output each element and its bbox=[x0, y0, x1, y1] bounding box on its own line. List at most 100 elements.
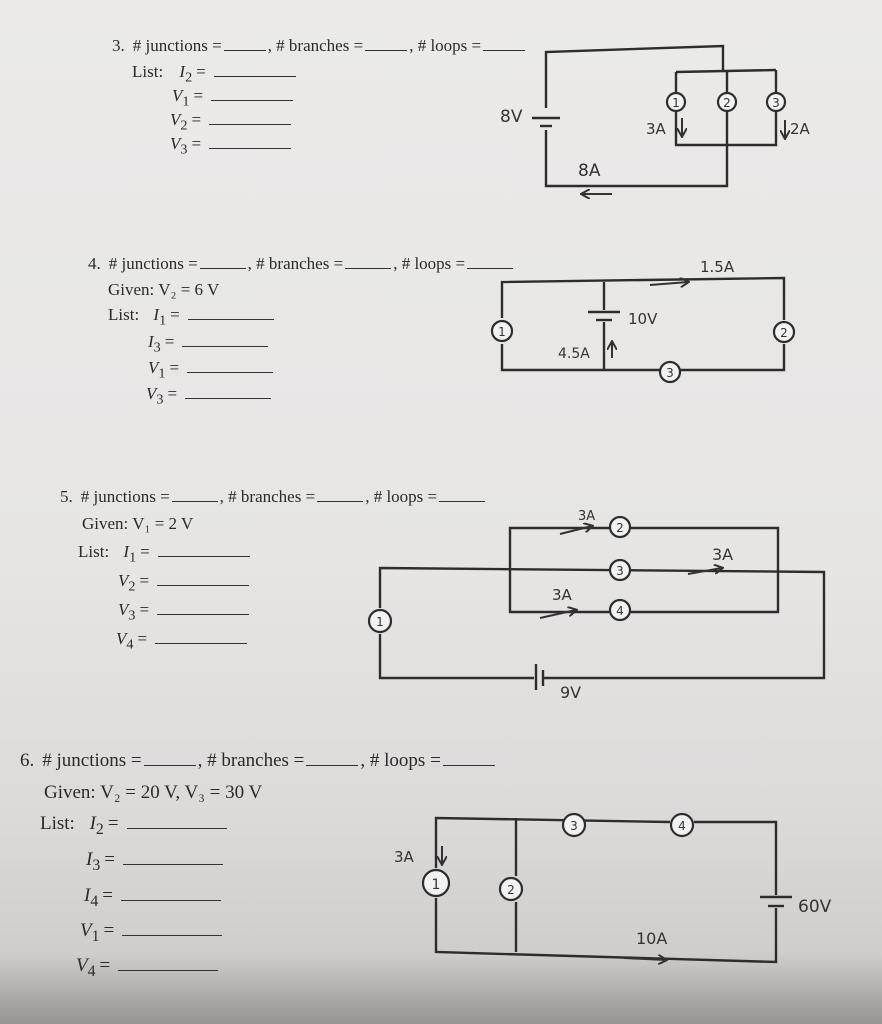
junctions-blank[interactable] bbox=[199, 267, 246, 269]
problem-6-header: 6.# junctions =, # branches =, # loops = bbox=[20, 750, 497, 772]
answer-blank[interactable] bbox=[126, 827, 227, 829]
node-label: 2 bbox=[507, 883, 515, 897]
problem-4-header: 4.# junctions =, # branches =, # loops = bbox=[88, 254, 515, 274]
node-circle-4 bbox=[669, 812, 695, 838]
current-label: 1.5A bbox=[700, 258, 735, 276]
answer-blank[interactable] bbox=[211, 99, 294, 101]
node-circle-1 bbox=[421, 868, 451, 898]
junctions-label: # junctions = bbox=[108, 254, 198, 273]
loops-blank[interactable] bbox=[483, 49, 526, 51]
arrow-icon bbox=[623, 958, 666, 960]
node-circle-3 bbox=[608, 558, 632, 582]
list-label: List: bbox=[132, 62, 164, 81]
node-circle-2 bbox=[716, 91, 738, 113]
problem-3-list-row: V1= bbox=[172, 86, 295, 110]
list-label: List: bbox=[78, 542, 110, 561]
answer-blank[interactable] bbox=[209, 147, 292, 149]
branches-label: # branches = bbox=[207, 750, 305, 771]
loops-blank[interactable] bbox=[439, 500, 486, 502]
answer-blank[interactable] bbox=[120, 899, 221, 901]
list-var: V bbox=[172, 86, 183, 105]
list-sub: 1 bbox=[159, 312, 167, 329]
branches-blank[interactable] bbox=[306, 764, 359, 766]
list-sub: 3 bbox=[153, 339, 161, 356]
list-sub: 1 bbox=[129, 549, 137, 566]
node-circle-2 bbox=[608, 515, 632, 539]
problem-4-list-row: V3= bbox=[146, 384, 273, 408]
answer-blank[interactable] bbox=[157, 555, 250, 557]
problem-4-list-row: List: I1= bbox=[108, 305, 276, 329]
answer-blank[interactable] bbox=[122, 934, 223, 936]
list-sub: 3 bbox=[128, 607, 136, 624]
given-label: Given: bbox=[108, 280, 155, 299]
problem-5-list-row: List: I1= bbox=[78, 542, 252, 566]
answer-blank[interactable] bbox=[209, 123, 292, 125]
current-label: 4.5A bbox=[558, 346, 590, 362]
junctions-label: # junctions = bbox=[42, 750, 142, 771]
node-circle-1 bbox=[665, 91, 687, 113]
junctions-blank[interactable] bbox=[171, 500, 218, 502]
answer-blank[interactable] bbox=[187, 371, 274, 373]
problem-6-list-row: V4= bbox=[76, 955, 220, 981]
junctions-blank[interactable] bbox=[223, 49, 266, 51]
answer-blank[interactable] bbox=[213, 75, 296, 77]
answer-blank[interactable] bbox=[155, 642, 248, 644]
problem-3-list-row: V3= bbox=[170, 134, 293, 158]
list-sub: 2 bbox=[95, 820, 104, 838]
answer-blank[interactable] bbox=[122, 863, 223, 865]
node-circle-3 bbox=[765, 91, 787, 113]
loops-label: # loops = bbox=[369, 750, 441, 771]
list-sub: 4 bbox=[90, 892, 99, 910]
list-sub: 2 bbox=[180, 117, 188, 134]
branches-blank[interactable] bbox=[345, 267, 392, 269]
node-label: 3 bbox=[666, 366, 674, 380]
problem-number: 5. bbox=[60, 487, 73, 506]
list-label: List: bbox=[108, 305, 140, 324]
list-sub: 1 bbox=[182, 93, 190, 110]
problem-number: 6. bbox=[20, 750, 35, 771]
current-label: 3A bbox=[646, 120, 667, 138]
branches-blank[interactable] bbox=[365, 49, 408, 51]
current-label: 10A bbox=[636, 929, 667, 948]
list-var: V bbox=[170, 134, 181, 153]
list-sub: 4 bbox=[87, 962, 96, 980]
current-label: 2A bbox=[790, 120, 811, 138]
given-value: V₁ = 2 V bbox=[132, 514, 194, 533]
loops-blank[interactable] bbox=[442, 764, 495, 766]
list-var: V bbox=[76, 955, 88, 976]
loops-blank[interactable] bbox=[467, 267, 514, 269]
node-label: 1 bbox=[498, 325, 506, 339]
problem-5-given: Given: V₁ = 2 V bbox=[82, 514, 193, 534]
problem-3-list-row: V2= bbox=[170, 110, 293, 134]
answer-blank[interactable] bbox=[187, 318, 274, 320]
answer-blank[interactable] bbox=[182, 345, 269, 347]
current-label: 3A bbox=[578, 509, 595, 524]
problem-6-list-row: I4= bbox=[84, 885, 223, 911]
arrow-icon bbox=[559, 526, 592, 535]
junctions-blank[interactable] bbox=[143, 764, 196, 766]
list-var: I bbox=[89, 813, 96, 834]
list-var: V bbox=[118, 600, 129, 619]
list-var: I bbox=[123, 542, 130, 561]
answer-blank[interactable] bbox=[157, 613, 250, 615]
list-label: List: bbox=[40, 813, 75, 834]
circuit-4: 10V 4.5A 1.5A 1 2 3 bbox=[490, 258, 796, 384]
list-var: I bbox=[148, 332, 154, 351]
circuit-3: 8V 8A 3A 2A 1 2 3 bbox=[500, 44, 811, 194]
branches-label: # branches = bbox=[256, 254, 344, 273]
list-sub: 2 bbox=[128, 578, 136, 595]
problem-4-list-row: I3= bbox=[148, 332, 270, 356]
arrow-icon bbox=[687, 568, 722, 575]
answer-blank[interactable] bbox=[118, 969, 219, 971]
list-sub: 3 bbox=[180, 141, 188, 158]
list-var: I bbox=[84, 885, 91, 906]
list-sub: 3 bbox=[92, 856, 101, 874]
problem-6-list-row: I3= bbox=[86, 849, 225, 875]
branches-blank[interactable] bbox=[317, 500, 364, 502]
node-circle-2 bbox=[772, 320, 796, 344]
branches-label: # branches = bbox=[276, 36, 364, 55]
answer-blank[interactable] bbox=[157, 584, 250, 586]
answer-blank[interactable] bbox=[185, 397, 272, 399]
arrow-icon bbox=[539, 610, 576, 619]
